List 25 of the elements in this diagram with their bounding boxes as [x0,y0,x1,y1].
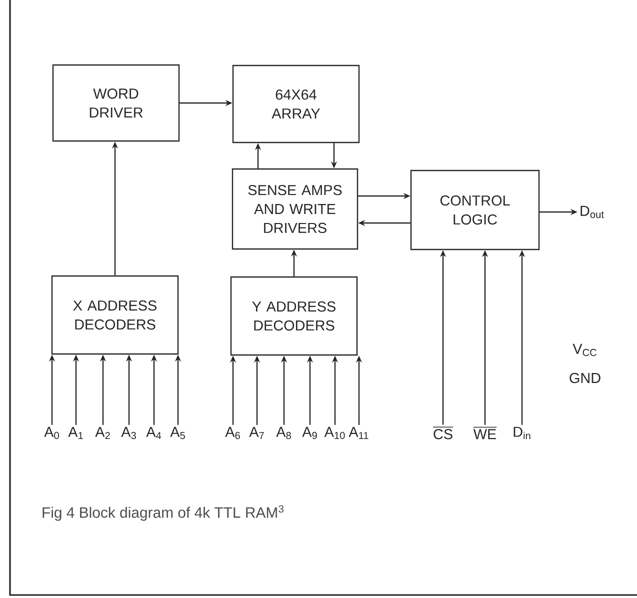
signal-label: A$_{10}$ [324,426,345,440]
signal-label: A$_{7}$ [249,426,264,440]
signal-label: A$_{5}$ [170,426,185,440]
process-box: 64X64 ARRAY [232,64,360,144]
signal-label: A$_{1}$ [68,426,83,440]
process-box: SENSE AMPS AND WRITE DRIVERS [232,168,358,250]
caption: Fig 4 Block diagram of 4k TTL RAM$^{3}$ [42,505,284,521]
signal-label: D$_{out}$ [580,206,604,218]
signal-label: A$_{2}$ [95,426,110,440]
pin-label: GND [570,372,600,384]
signal-label: A$_{6}$ [225,426,240,440]
pin-label: V$_{CC}$ [572,344,596,356]
signal-label: D$_{in}$ [514,426,530,440]
signal-label: A$_{3}$ [121,426,136,440]
signal-label: A$_{9}$ [302,426,317,440]
signal-label: A$_{11}$ [348,426,368,440]
signal-label: WE [472,426,498,440]
process-box: Y ADDRESS DECODERS [230,276,358,356]
signal-label: CS [432,426,454,440]
signal-label: A$_{8}$ [276,426,291,440]
process-box: CONTROL LOGIC [410,170,540,250]
signal-label: A$_{4}$ [146,426,162,440]
signal-label: A$_{0}$ [44,426,59,440]
process-box: WORD DRIVER [52,64,180,142]
process-box: X ADDRESS DECODERS [51,275,179,355]
